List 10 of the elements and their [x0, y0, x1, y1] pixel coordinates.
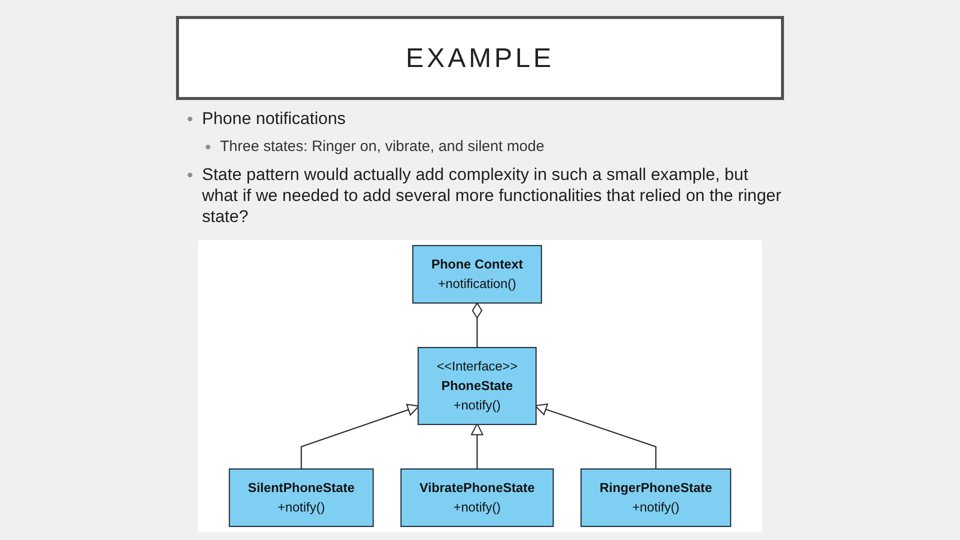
slide-title: EXAMPLE: [406, 42, 554, 74]
inheritance-arrow: [534, 403, 656, 469]
class-box: Phone Context +notification(): [412, 245, 542, 304]
inheritance-arrow: [471, 422, 484, 469]
class-box: <<Interface>> PhoneState +notify(): [418, 346, 537, 426]
class-box: VibratePhoneState +notify(): [400, 468, 554, 527]
aggregation-line: [472, 302, 482, 348]
class-box: RingerPhoneState +notify(): [580, 468, 732, 527]
class-box: SilentPhoneState +notify(): [228, 468, 374, 527]
inheritance-arrow: [300, 404, 420, 469]
